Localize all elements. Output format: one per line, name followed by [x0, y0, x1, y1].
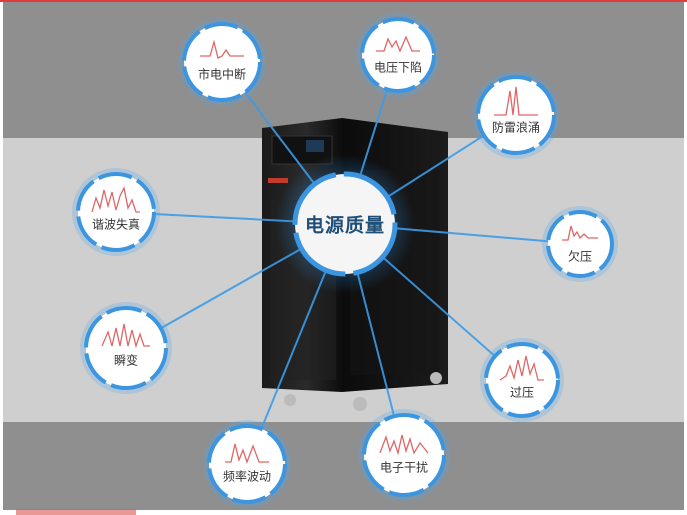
- caster-wheel: [353, 397, 367, 411]
- issue-circle: [476, 75, 556, 155]
- top-accent-line: [0, 0, 687, 2]
- issue-nodes: [72, 13, 618, 508]
- center-hub-label: 电源质量: [304, 214, 386, 237]
- waveform-icon: [494, 86, 538, 116]
- issue-node-transient: [80, 302, 172, 394]
- issue-label-undervoltage: 欠压: [567, 249, 593, 264]
- footer-brand-mark: [16, 509, 136, 515]
- issue-circle: [84, 306, 168, 390]
- issue-label-frequency-fluctuation: 频率波动: [222, 469, 272, 484]
- issue-node-harmonic-distortion: [72, 168, 160, 256]
- waveform-icon: [225, 443, 269, 464]
- issue-circle: [362, 413, 446, 497]
- caster-wheel: [284, 394, 296, 406]
- issue-circle: [207, 424, 287, 504]
- waveform-icon: [101, 323, 150, 349]
- issue-node-undervoltage: [542, 206, 618, 282]
- waveform-icon: [91, 186, 140, 213]
- cabinet-brand-logo: [268, 178, 288, 183]
- background-band-bottom: [3, 422, 684, 510]
- waveform-icon: [379, 434, 429, 456]
- issue-circle: [76, 172, 156, 252]
- issue-label-lightning-surge: 防雷浪涌: [491, 120, 541, 135]
- issue-label-harmonic-distortion: 谐波失真: [91, 217, 141, 232]
- caster-wheel: [430, 372, 442, 384]
- issue-circle: [546, 210, 614, 278]
- issue-circle: [484, 342, 560, 418]
- issue-circle: [360, 17, 436, 93]
- waveform-icon: [562, 225, 598, 241]
- issue-label-electronic-interference: 电子干扰: [379, 460, 429, 475]
- center-hub: [292, 171, 398, 277]
- issue-circle: [182, 22, 262, 102]
- background-band-top: [3, 2, 684, 138]
- cabinet-lcd-screen: [306, 140, 324, 152]
- issue-label-overvoltage: 过压: [509, 385, 535, 400]
- issue-label-transient: 瞬变: [113, 353, 139, 368]
- issue-node-power-outage: [178, 18, 266, 106]
- issue-node-frequency-fluctuation: [203, 420, 291, 508]
- issue-node-electronic-interference: [358, 409, 450, 501]
- waveform-icon: [376, 35, 420, 53]
- waveform-icon: [200, 39, 244, 59]
- issue-node-overvoltage: [480, 338, 564, 422]
- issue-node-lightning-surge: [472, 71, 560, 159]
- waveform-icon: [499, 355, 544, 381]
- issue-node-voltage-sag: [356, 13, 440, 97]
- issue-label-power-outage: 市电中断: [197, 67, 247, 82]
- issue-label-voltage-sag: 电压下陷: [373, 60, 423, 75]
